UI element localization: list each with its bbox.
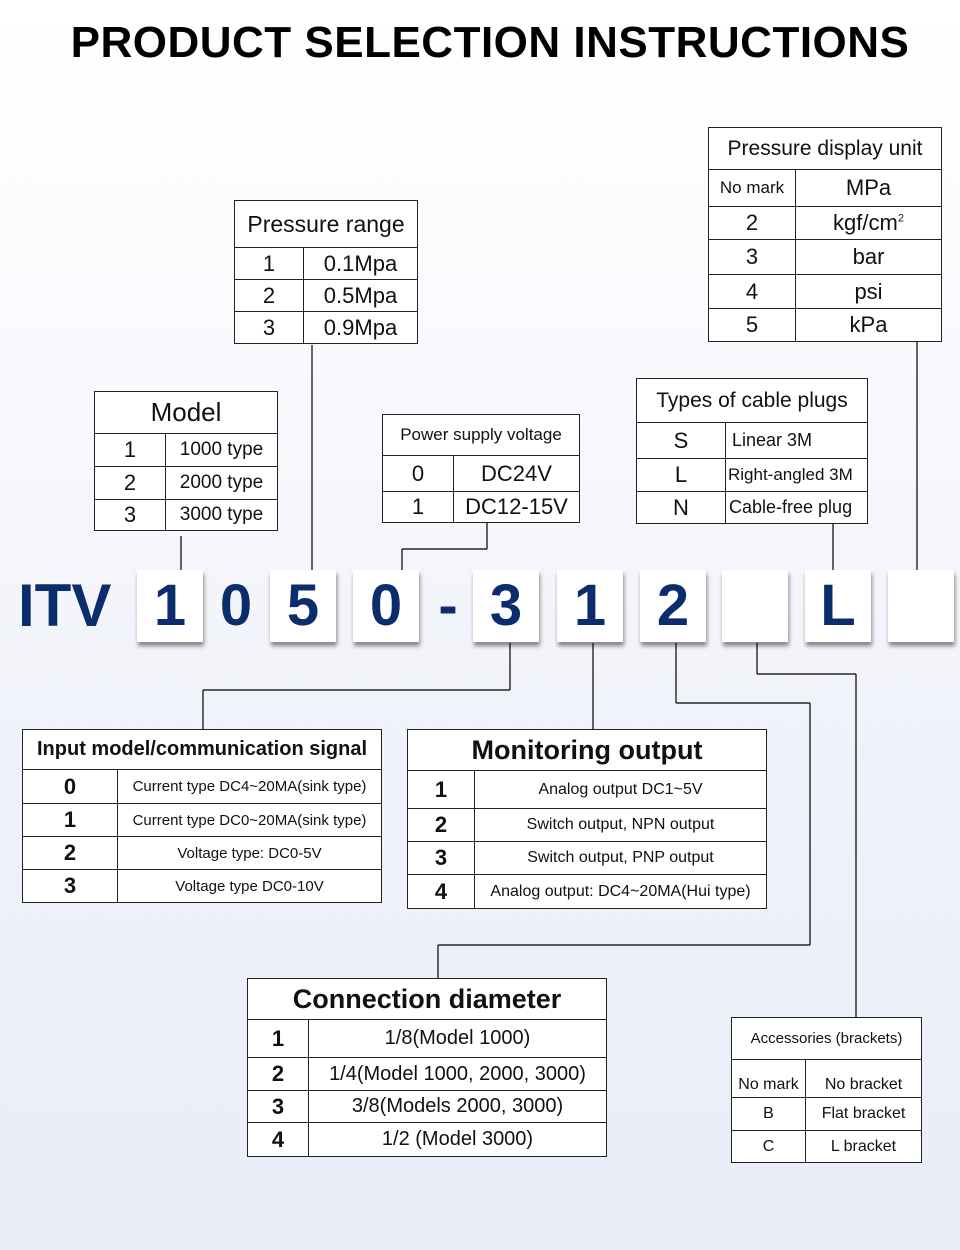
- table-value: 1/4(Model 1000, 2000, 3000): [308, 1057, 607, 1091]
- code-box-power-supply: 0: [353, 570, 419, 642]
- model-code-prefix: ITV: [18, 572, 112, 639]
- table-value: 0.5Mpa: [303, 279, 418, 312]
- table-title: Pressure display unit: [708, 127, 942, 170]
- table-key: B: [731, 1097, 806, 1131]
- table-key: 5: [708, 308, 796, 342]
- code-box-accessories: [722, 570, 788, 642]
- table-value: kgf/cm2: [795, 206, 942, 240]
- table-key: 2: [94, 466, 166, 500]
- table-key: 1: [94, 433, 166, 467]
- table-title: Accessories (brackets): [731, 1017, 922, 1060]
- code-box-connection-diameter: 2: [640, 570, 706, 642]
- table-value: 1/8(Model 1000): [308, 1019, 607, 1058]
- table-value: bar: [795, 239, 942, 275]
- code-digit-fixed: 0: [219, 573, 253, 638]
- table-key: 4: [407, 874, 475, 909]
- code-box-monitoring-output: 1: [557, 570, 623, 642]
- table-key: C: [731, 1130, 806, 1163]
- table-key: 1: [234, 247, 304, 280]
- table-key: 0: [22, 769, 118, 804]
- table-key: 3: [234, 311, 304, 344]
- table-value: Flat bracket: [805, 1097, 922, 1131]
- table-key: 4: [247, 1122, 309, 1157]
- table-value: Switch output, PNP output: [474, 841, 767, 875]
- table-value: Voltage type: DC0-5V: [117, 836, 382, 870]
- table-value: Current type DC4~20MA(sink type): [117, 769, 382, 804]
- pressure-range-table: Pressure range 1 0.1Mpa 2 0.5Mpa 3 0.9Mp…: [234, 200, 418, 344]
- code-box-model: 1: [137, 570, 203, 642]
- table-key: 3: [708, 239, 796, 275]
- table-value: No bracket: [805, 1059, 922, 1098]
- code-box-display-unit: [888, 570, 954, 642]
- table-key: 2: [407, 808, 475, 842]
- table-key: 3: [94, 499, 166, 531]
- table-key: 2: [708, 206, 796, 240]
- table-key: N: [636, 491, 726, 524]
- code-box-pressure-range: 5: [270, 570, 336, 642]
- table-value: DC12-15V: [453, 491, 580, 523]
- table-value: 3000 type: [165, 499, 278, 531]
- table-value: Linear 3M: [725, 422, 868, 459]
- table-value: Current type DC0~20MA(sink type): [117, 803, 382, 837]
- table-value: L bracket: [805, 1130, 922, 1163]
- accessories-table: Accessories (brackets) No mark No bracke…: [731, 1017, 922, 1163]
- table-key: 3: [407, 841, 475, 875]
- table-title: Types of cable plugs: [636, 378, 868, 423]
- table-title: Model: [94, 391, 278, 434]
- table-title: Power supply voltage: [382, 414, 580, 456]
- table-value: DC24V: [453, 455, 580, 492]
- table-value: 1000 type: [165, 433, 278, 467]
- table-value: 2000 type: [165, 466, 278, 500]
- table-value: Cable-free plug: [725, 491, 868, 524]
- code-box-input-signal: 3: [473, 570, 539, 642]
- table-value: kPa: [795, 308, 942, 342]
- model-table: Model 1 1000 type 2 2000 type 3 3000 typ…: [94, 391, 278, 531]
- table-key: 3: [247, 1090, 309, 1123]
- table-key: 4: [708, 274, 796, 309]
- input-signal-table: Input model/communication signal 0 Curre…: [22, 729, 382, 903]
- table-key: 2: [22, 836, 118, 870]
- table-key: L: [636, 458, 726, 492]
- table-value: 0.9Mpa: [303, 311, 418, 344]
- table-value: Analog output: DC4~20MA(Hui type): [474, 874, 767, 909]
- table-value: psi: [795, 274, 942, 309]
- code-box-cable-plug: L: [805, 570, 871, 642]
- table-value: MPa: [795, 169, 942, 207]
- table-title: Connection diameter: [247, 978, 607, 1020]
- table-title: Monitoring output: [407, 729, 767, 771]
- table-value: Analog output DC1~5V: [474, 770, 767, 809]
- table-key: S: [636, 422, 726, 459]
- table-key: 1: [382, 491, 454, 523]
- table-key: No mark: [731, 1059, 806, 1098]
- table-title: Pressure range: [234, 200, 418, 248]
- cable-plugs-table: Types of cable plugs S Linear 3M L Right…: [636, 378, 868, 524]
- table-key: 1: [247, 1019, 309, 1058]
- table-key: 3: [22, 869, 118, 903]
- page-title: PRODUCT SELECTION INSTRUCTIONS: [70, 18, 910, 67]
- monitoring-output-table: Monitoring output 1 Analog output DC1~5V…: [407, 729, 767, 909]
- table-key: 2: [234, 279, 304, 312]
- table-value: Switch output, NPN output: [474, 808, 767, 842]
- power-supply-voltage-table: Power supply voltage 0 DC24V 1 DC12-15V: [382, 414, 580, 523]
- code-separator: -: [438, 573, 458, 638]
- pressure-display-unit-table: Pressure display unit No mark MPa 2 kgf/…: [708, 127, 942, 342]
- connection-diameter-table: Connection diameter 1 1/8(Model 1000) 2 …: [247, 978, 607, 1157]
- table-title: Input model/communication signal: [22, 729, 382, 770]
- table-value: Right-angled 3M: [725, 458, 868, 492]
- table-value: 0.1Mpa: [303, 247, 418, 280]
- table-value: 1/2 (Model 3000): [308, 1122, 607, 1157]
- table-key: 1: [407, 770, 475, 809]
- table-value: 3/8(Models 2000, 3000): [308, 1090, 607, 1123]
- table-key: No mark: [708, 169, 796, 207]
- table-key: 1: [22, 803, 118, 837]
- table-value: Voltage type DC0-10V: [117, 869, 382, 903]
- table-key: 2: [247, 1057, 309, 1091]
- table-key: 0: [382, 455, 454, 492]
